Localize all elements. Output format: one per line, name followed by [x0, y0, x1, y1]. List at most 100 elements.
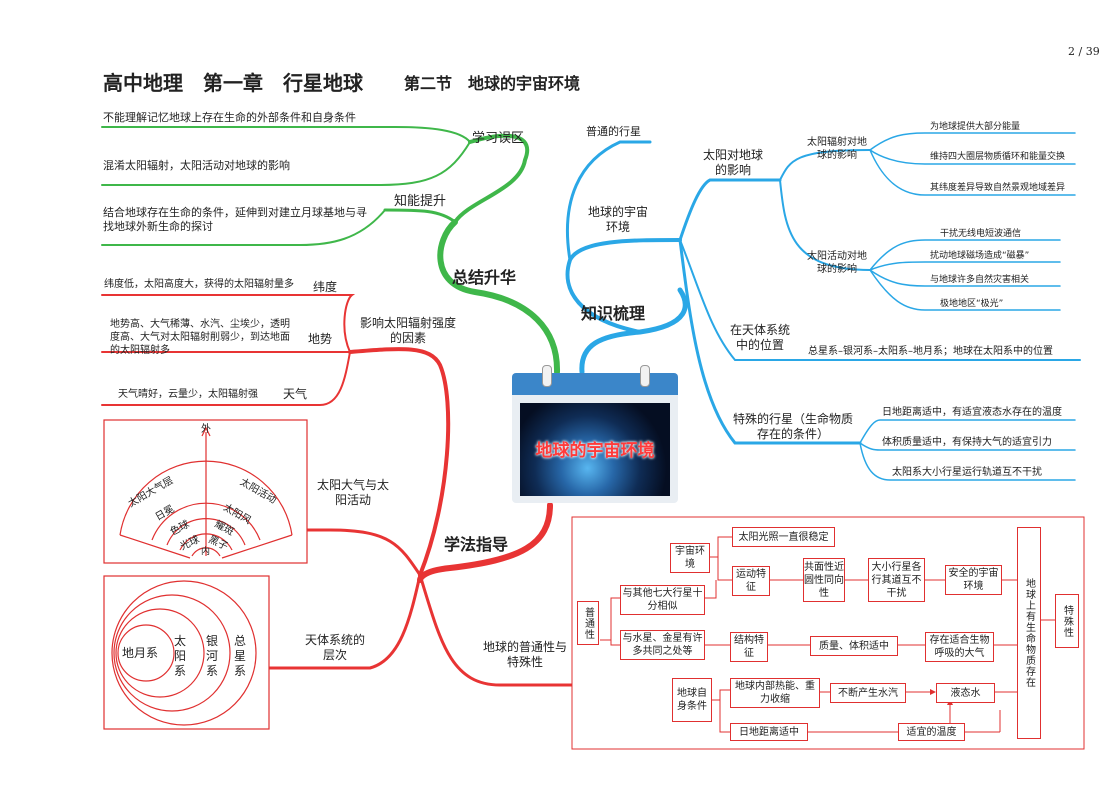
sun-diagram-inner: 内: [201, 547, 211, 557]
position-label: 在天体系统中的位置: [729, 323, 790, 352]
ability-item: 结合地球存在生命的条件，延伸到对建立月球基地与寻找地球外新生命的探讨: [103, 206, 367, 233]
ability-label: 知能提升: [394, 194, 447, 209]
flow-orbits: 大小行星各行其道互不干扰: [868, 558, 925, 602]
green-ability: [383, 208, 457, 224]
activity-item: 扰动地球磁场造成“磁暴”: [930, 251, 1030, 261]
factor-weather-text: 天气晴好，云量少，太阳辐射强: [118, 389, 258, 400]
blue-sun-rad: [779, 149, 871, 181]
factor-weather-label: 天气: [283, 387, 308, 401]
earth-image: [520, 403, 670, 496]
green-mistake-1: [101, 126, 471, 143]
blue-to-position: [679, 239, 1081, 361]
atmosphere-label: 太阳大气与太阳活动: [316, 478, 389, 507]
flow-props: 共面性近圆性同向性: [803, 558, 845, 602]
blue-rad-3: [869, 149, 1076, 196]
sun-structure-diagram: [103, 419, 308, 564]
mistakes-label: 学习误区: [472, 131, 525, 146]
special-item: 体积质量适中，有保持大气的适宜引力: [882, 437, 1052, 448]
level-circle: 总星系: [234, 634, 247, 678]
level-circle: 银河系: [206, 634, 219, 678]
flow-distance: 日地距离适中: [730, 723, 808, 741]
sun-effect-label: 太阳对地球的影响: [703, 148, 764, 177]
flow-safe: 安全的宇宙环境: [945, 565, 1002, 595]
green-ability-item: [101, 209, 386, 246]
red-to-levels: [248, 573, 422, 670]
cosmic-env-label: 地球的宇宙环境: [588, 205, 649, 234]
flow-ordinary: 普通性: [577, 601, 599, 645]
radiation-item: 为地球提供大部分能量: [930, 122, 1021, 132]
level-circle: 地月系: [122, 646, 159, 660]
flow-structure: 结构特征: [730, 632, 768, 662]
branch-knowledge: 知识梳理: [581, 304, 646, 323]
ordinary-special-label: 地球的普通性与特殊性: [482, 640, 567, 669]
special-label: 特殊的行星（生命物质存在的条件）: [732, 412, 853, 441]
red-f-lat: [101, 293, 356, 353]
blue-sp-2: [859, 442, 1076, 451]
center-calendar: 地球的宇宙环境: [512, 365, 678, 503]
calendar-header: [512, 373, 678, 395]
flow-water: 液态水: [936, 683, 995, 703]
special-item: 日地距离适中，有适宜液态水存在的温度: [882, 407, 1062, 418]
blue-to-sun: [678, 178, 782, 242]
sun-diagram-outer: 外: [201, 424, 211, 435]
levels-label: 天体系统的层次: [304, 633, 365, 662]
branch-method: 学法指导: [444, 535, 509, 554]
calendar-ring: [542, 365, 552, 387]
factor-alt-label: 地势: [308, 332, 333, 346]
calendar-ring: [640, 365, 650, 387]
flow-sun-stable: 太阳光照一直很稳定: [732, 527, 835, 547]
flow-self: 地球自身条件: [672, 678, 712, 722]
factor-lat-text: 纬度低，太阳高度大，获得的太阳辐射量多: [104, 279, 294, 290]
green-to-mistakes: [453, 133, 529, 224]
radiation-label: 太阳辐射对地球的影响: [807, 137, 867, 161]
mistake-item: 混淆太阳辐射，太阳活动对地球的影响: [103, 159, 290, 172]
red-to-ordinary: [418, 573, 574, 687]
flow-temp: 适宜的温度: [898, 723, 965, 741]
center-title: 地球的宇宙环境: [535, 441, 655, 461]
blue-act-1: [869, 239, 1061, 271]
blue-rad-2: [869, 149, 1076, 165]
flow-heat: 地球内部热能、重力收缩: [730, 678, 820, 708]
flow-common-with: 与水星、金星有许多共同之处等: [620, 630, 705, 660]
red-f-weather: [101, 351, 351, 406]
special-item: 太阳系大小行星运行轨道互不干扰: [892, 467, 1042, 478]
blue-act-4: [869, 269, 1061, 311]
activity-item: 干扰无线电短波通信: [940, 229, 1022, 239]
level-circle: 太阳系: [174, 634, 187, 678]
flow-mass: 质量、体积适中: [810, 636, 898, 656]
green-mistake-2: [101, 141, 471, 186]
page-number: 2 / 39: [1068, 45, 1100, 58]
green-trunk: [437, 219, 561, 375]
blue-sp-1: [859, 419, 1076, 444]
activity-item: 与地球许多自然灾害相关: [930, 275, 1030, 285]
branch-summary: 总结升华: [452, 268, 517, 287]
flow-life: 地球上有生命物质存在: [1017, 527, 1041, 739]
ordinary-planet: 普通的行星: [586, 125, 641, 138]
page-subtitle: 第二节 地球的宇宙环境: [404, 74, 581, 93]
mistake-item: 不能理解记忆地球上存在生命的外部条件和自身条件: [103, 111, 356, 124]
activity-item: 极地地区“极光”: [940, 299, 1004, 309]
flow-motion: 运动特征: [732, 566, 770, 596]
flow-special: 特殊性: [1055, 594, 1079, 648]
factor-alt-text: 地势高、大气稀薄、水汽、尘埃少，透明度高、大气对太阳辐射削弱少，到达地面的太阳辐…: [110, 319, 290, 356]
blue-act-2: [869, 261, 1061, 271]
red-to-atmos: [305, 528, 422, 577]
blue-ordinary: [565, 140, 652, 262]
celestial-levels-diagram: [103, 575, 270, 730]
flow-cosmic: 宇宙环境: [670, 543, 710, 573]
flow-vapor: 不断产生水汽: [830, 683, 906, 703]
red-to-factors: [348, 347, 451, 577]
flow-atmos: 存在适合生物呼吸的大气: [925, 632, 994, 662]
radiation-item: 维持四大圈层物质循环和能量交换: [930, 152, 1066, 162]
factors-label: 影响太阳辐射强度的因素: [360, 316, 457, 345]
radiation-item: 其纬度差异导致自然景观地域差异: [930, 183, 1066, 193]
blue-sp-3: [859, 442, 1076, 481]
blue-to-special: [678, 238, 862, 445]
factor-lat-label: 纬度: [313, 280, 338, 294]
position-detail: 总星系–银河系–太阳系–地月系；地球在太阳系中的位置: [808, 346, 1053, 357]
flow-similar-seven: 与其他七大行星十分相似: [620, 585, 705, 615]
blue-act-3: [869, 269, 1061, 287]
blue-sun-act: [779, 179, 871, 271]
activity-label: 太阳活动对地球的影响: [807, 251, 867, 275]
blue-rad-1: [869, 132, 1076, 151]
